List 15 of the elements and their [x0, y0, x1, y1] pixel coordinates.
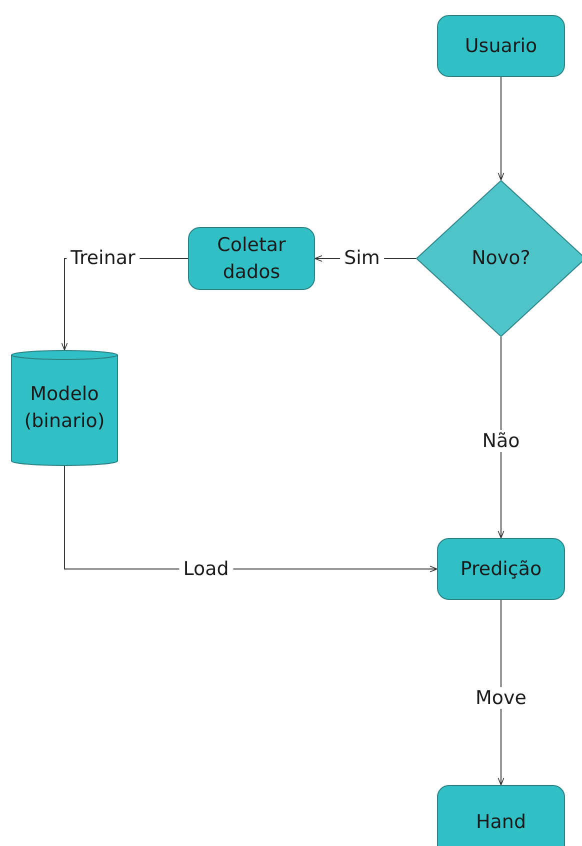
database-cylinder	[11, 350, 118, 466]
arrow	[498, 76, 504, 180]
node-label: Novo?	[470, 246, 532, 272]
process-box	[437, 538, 565, 600]
node-label: Coletar dados	[216, 232, 287, 284]
arrow	[498, 600, 504, 786]
node-label: Usuario	[464, 34, 538, 59]
process-box	[437, 785, 565, 846]
node-label: Hand	[474, 810, 528, 836]
arrow	[498, 336, 504, 538]
process-box	[188, 227, 315, 290]
process-box	[437, 15, 565, 77]
node-label: Predição	[459, 556, 543, 582]
node-label: Modelo (binario)	[23, 382, 106, 434]
decision-diamond	[416, 180, 582, 337]
